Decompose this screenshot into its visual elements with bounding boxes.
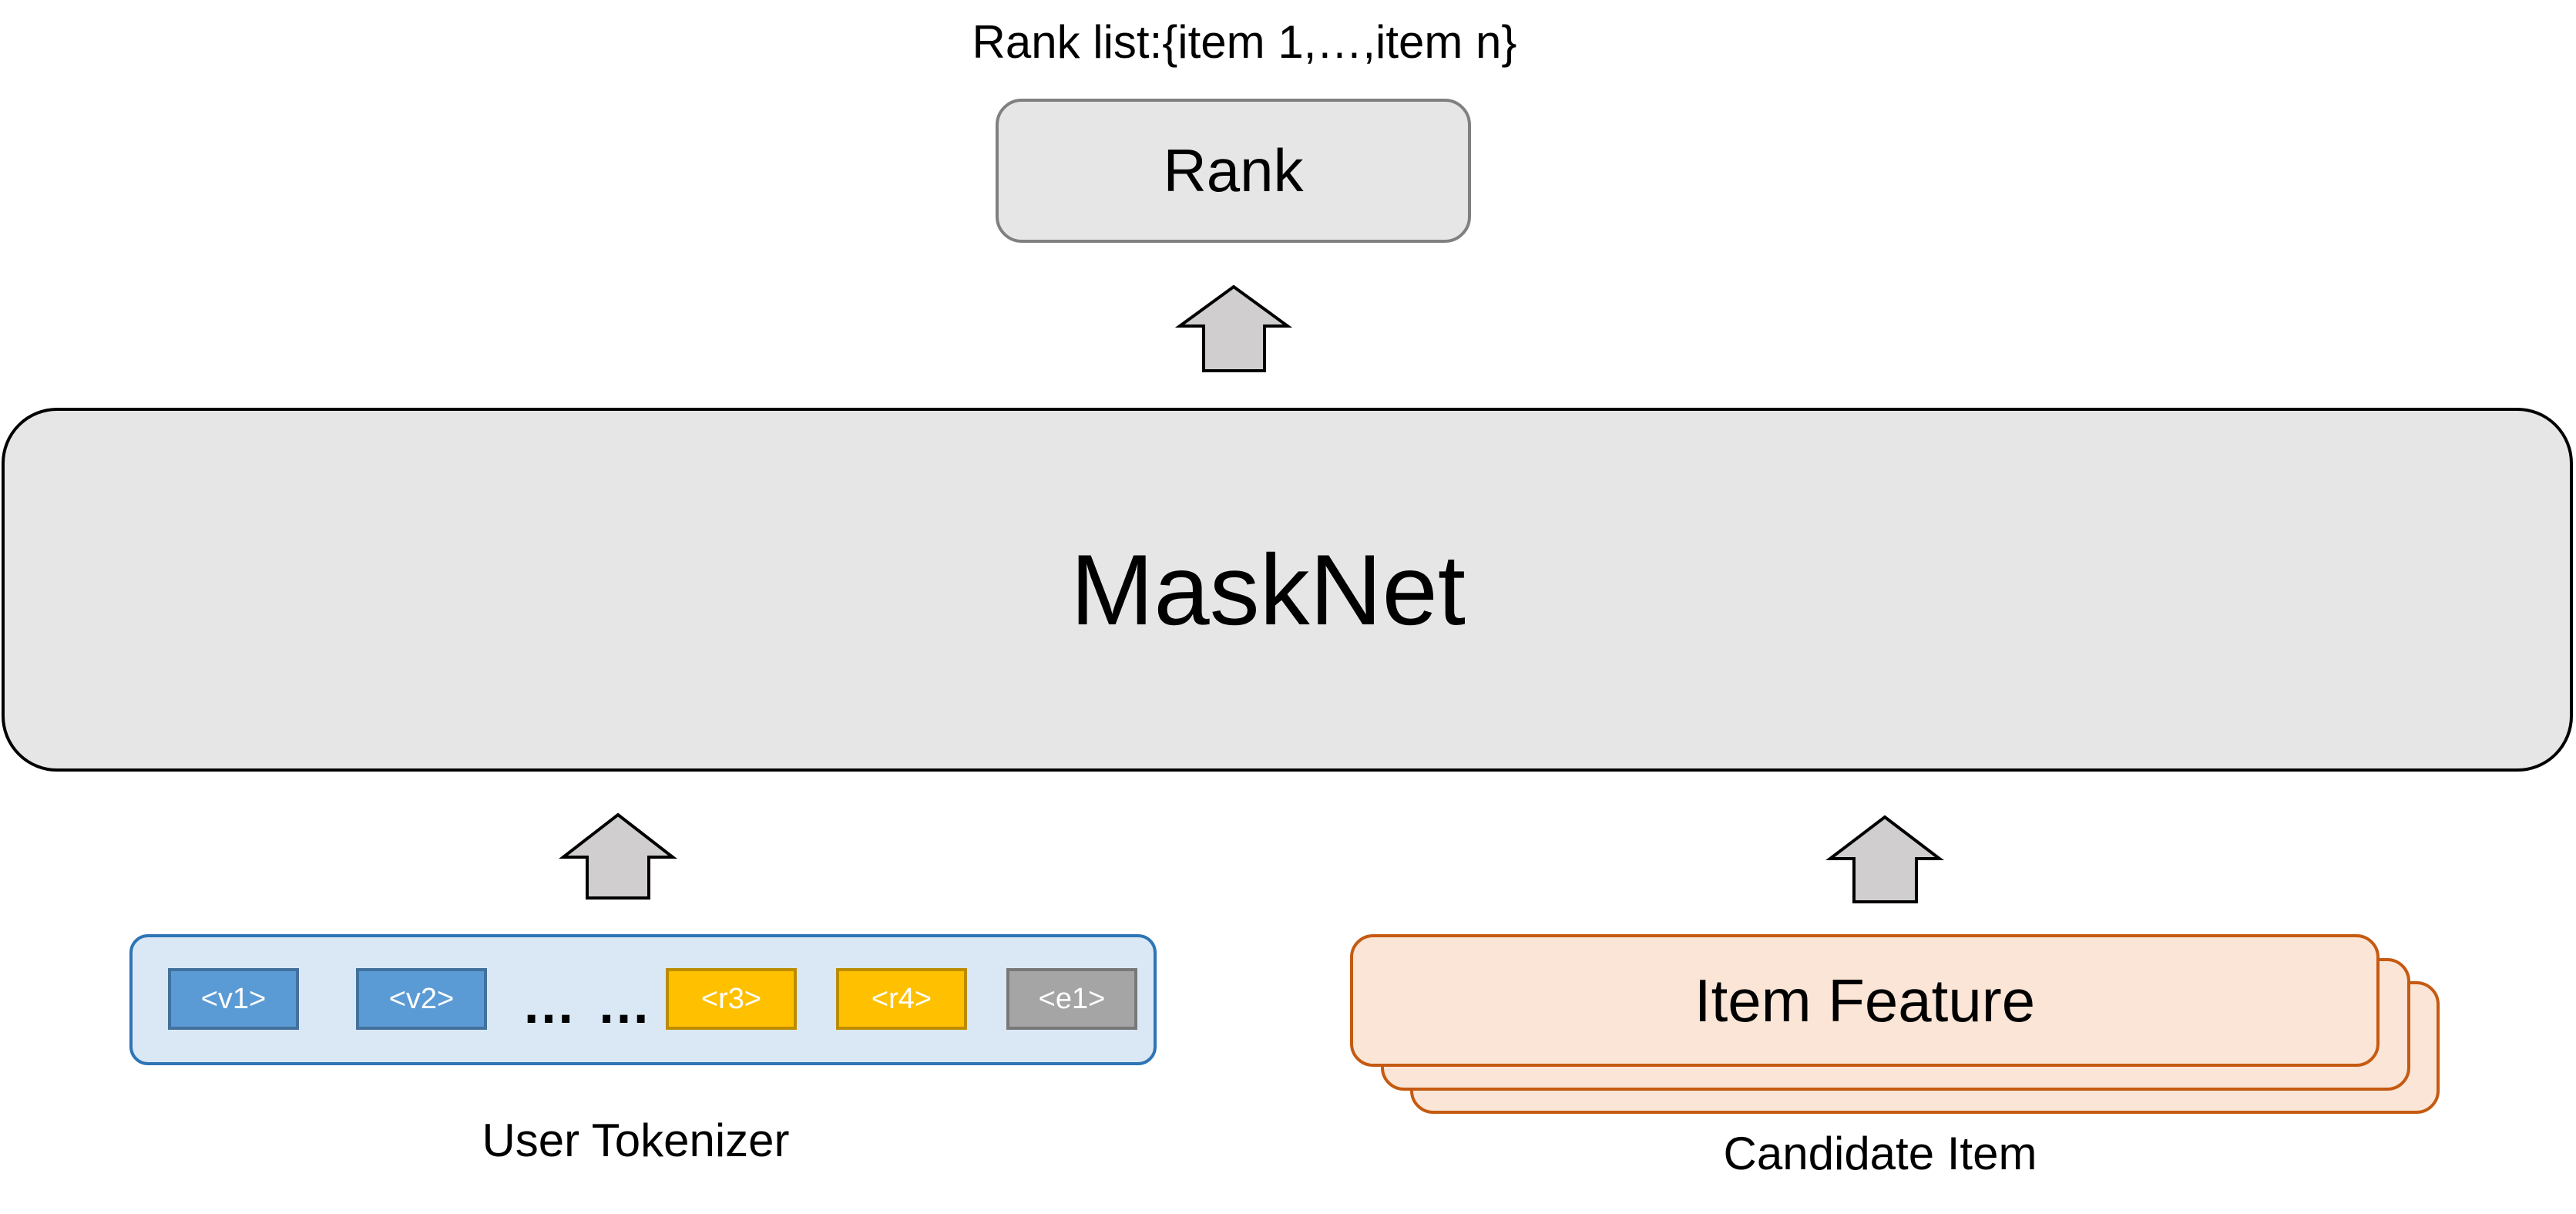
arrow-tokenizer-to-masknet — [559, 812, 677, 900]
token-ellipsis: … … — [522, 974, 654, 1034]
rank-block: Rank — [996, 99, 1471, 243]
candidate-item-caption: Candidate Item — [1723, 1128, 2037, 1179]
masknet-block: MaskNet — [2, 408, 2573, 772]
token-v2: <v2> — [356, 968, 487, 1030]
masknet-label: MaskNet — [1070, 533, 1466, 646]
token-r3: <r3> — [666, 968, 797, 1030]
token-e1: <e1> — [1006, 968, 1137, 1030]
token-v1: <v1> — [168, 968, 299, 1030]
user-tokenizer-container: <v1> <v2> … … <r3> <r4> <e1> — [129, 934, 1157, 1065]
item-feature-label: Item Feature — [1694, 966, 2036, 1034]
rank-list-caption: Rank list:{item 1,…,item n} — [972, 16, 1517, 68]
token-r4: <r4> — [836, 968, 967, 1030]
arrow-masknet-to-rank — [1174, 284, 1293, 372]
arrow-candidate-to-masknet — [1825, 815, 1944, 903]
rank-label: Rank — [1163, 136, 1304, 204]
user-tokenizer-caption: User Tokenizer — [482, 1115, 790, 1166]
item-card-front: Item Feature — [1350, 934, 2380, 1067]
